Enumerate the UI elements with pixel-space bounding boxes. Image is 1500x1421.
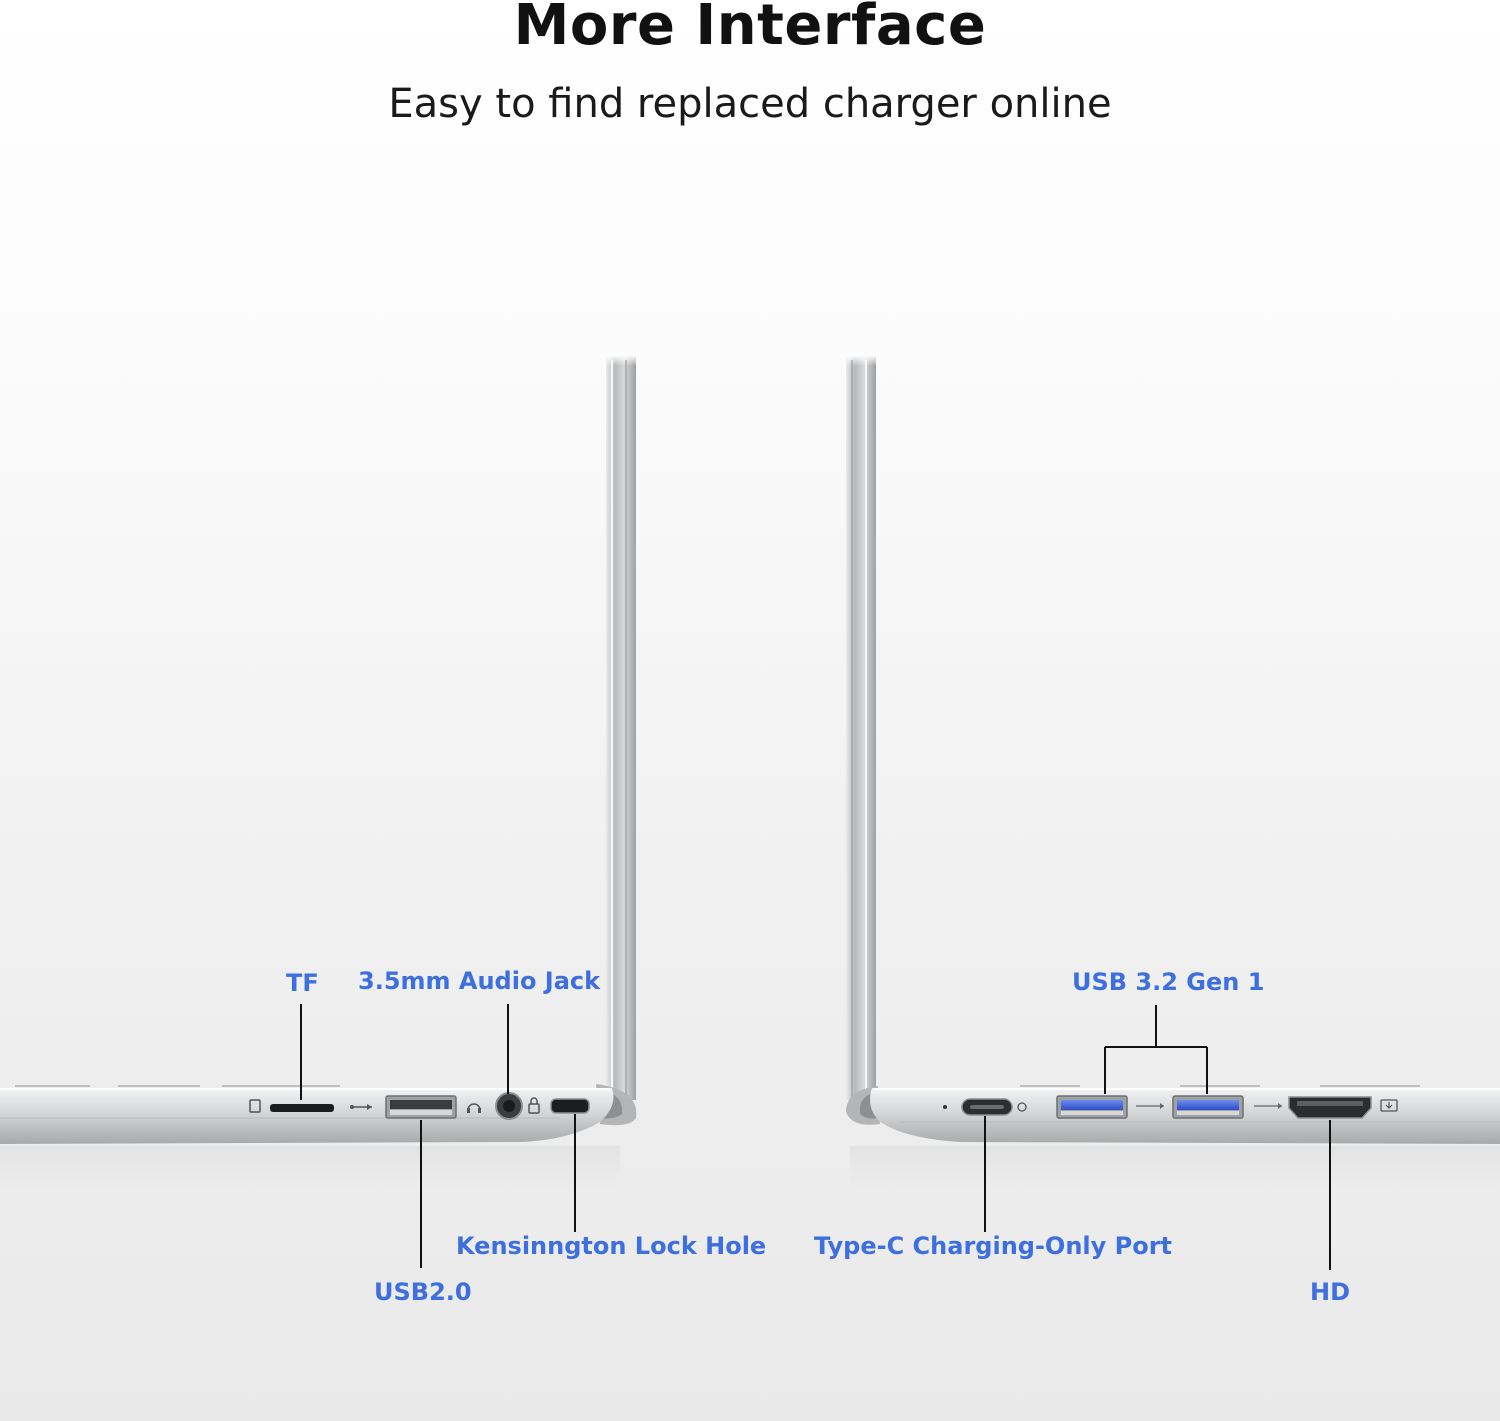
page-subtitle: Easy to find replaced charger online bbox=[388, 81, 1112, 127]
usb3-port-2 bbox=[1172, 1095, 1244, 1119]
label-kensington-lock: Kensinngton Lock Hole bbox=[456, 1232, 767, 1260]
usb2-port bbox=[385, 1095, 457, 1119]
audio-jack bbox=[495, 1092, 523, 1120]
hdmi-port bbox=[1288, 1096, 1372, 1119]
left-screen-edge bbox=[606, 355, 636, 1100]
display-output-icon bbox=[1380, 1099, 1398, 1112]
kensington-lock-hole bbox=[550, 1098, 590, 1114]
label-audio-jack: 3.5mm Audio Jack bbox=[358, 967, 601, 995]
status-led bbox=[943, 1105, 947, 1109]
usb-symbol-icon bbox=[350, 1104, 372, 1110]
label-hd: HD bbox=[1310, 1278, 1351, 1306]
left-laptop-base bbox=[0, 1088, 614, 1144]
label-type-c: Type-C Charging-Only Port bbox=[814, 1232, 1173, 1260]
label-tf: TF bbox=[286, 969, 319, 997]
type-c-port bbox=[961, 1098, 1013, 1116]
left-laptop bbox=[0, 355, 637, 1268]
usb-ss-icon bbox=[1254, 1103, 1282, 1109]
usb-ss-icon bbox=[1136, 1103, 1164, 1109]
right-screen-edge bbox=[846, 355, 876, 1100]
right-laptop bbox=[846, 355, 1500, 1270]
usb3-port-1 bbox=[1056, 1095, 1128, 1119]
usb3-bracket bbox=[1104, 1005, 1208, 1094]
power-icon bbox=[1017, 1102, 1027, 1112]
tf-card-slot bbox=[249, 1099, 334, 1113]
page-title: More Interface bbox=[513, 0, 987, 58]
lock-icon bbox=[528, 1097, 540, 1114]
label-usb3: USB 3.2 Gen 1 bbox=[1072, 968, 1265, 996]
headphone-icon bbox=[467, 1103, 481, 1113]
label-usb2: USB2.0 bbox=[374, 1278, 472, 1306]
